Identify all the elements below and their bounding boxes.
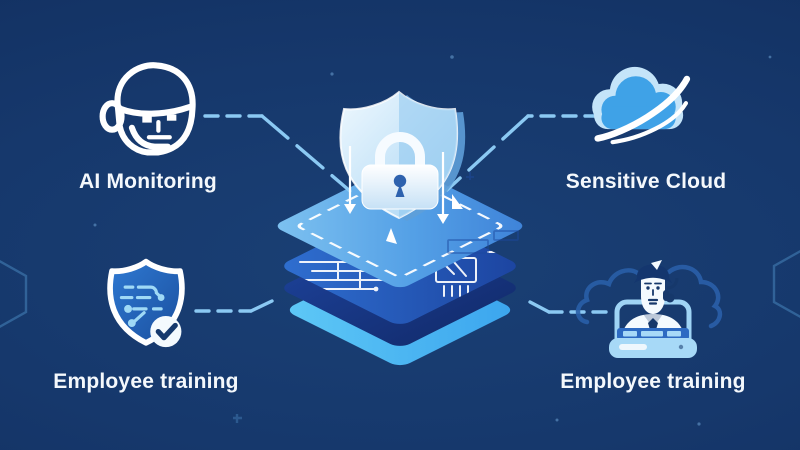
check-circle <box>150 315 182 348</box>
node-label: Employee training <box>560 370 746 393</box>
lock-shackle <box>375 132 425 175</box>
node-ai-monitoring: AI Monitoring <box>48 54 248 194</box>
node-label: Sensitive Cloud <box>565 170 727 193</box>
node-employee-training-right: Employee training <box>553 250 753 394</box>
node-employee-training-left: Employee training <box>46 256 246 394</box>
laptop-base <box>609 338 697 358</box>
check-mark <box>155 322 178 341</box>
node-label: AI Monitoring <box>79 170 217 193</box>
plus-mark <box>233 414 242 423</box>
laptop-keyboard <box>617 328 689 340</box>
node-sensitive-cloud: Sensitive Cloud <box>546 60 746 194</box>
hexagon-fragment-left <box>0 259 28 329</box>
cloud-swoosh <box>594 75 691 145</box>
headset <box>663 277 679 303</box>
background-decorations <box>0 249 800 423</box>
connector-top-left-diagonal <box>260 114 352 193</box>
hexagon-fragment-right <box>772 249 800 319</box>
marker-triangle <box>386 228 397 244</box>
platform-etchings <box>447 172 519 254</box>
connector-bottom-right-elbow <box>528 300 551 314</box>
circuit-pattern <box>119 285 163 323</box>
hat <box>634 264 672 283</box>
shield-check-icon <box>107 258 185 348</box>
analyst-laptop-icon <box>575 260 723 358</box>
connector-top-right-diagonal <box>445 114 530 192</box>
platform-pins <box>344 146 463 244</box>
dashed-border <box>297 174 503 278</box>
cloud-icon <box>592 66 691 145</box>
top-platform <box>277 164 523 288</box>
connector-bottom-left-elbow <box>249 299 274 313</box>
node-label: Employee training <box>53 370 239 393</box>
shield-lock-icon <box>339 90 466 221</box>
connectors <box>194 114 608 314</box>
keyhole <box>393 174 407 188</box>
marker-triangle <box>452 194 463 209</box>
cloud-outline-backdrop <box>575 264 723 329</box>
ai-head-icon <box>99 62 196 156</box>
background-dots <box>93 55 772 426</box>
